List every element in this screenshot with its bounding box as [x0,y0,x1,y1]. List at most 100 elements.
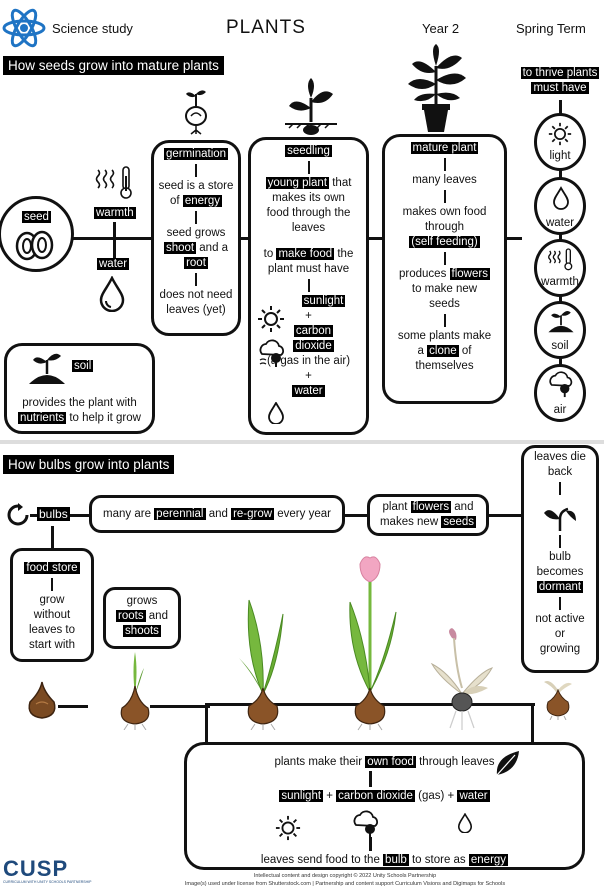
food-water-highlight: water [457,790,490,802]
germination-box: germination seed is a store of energy se… [151,140,241,336]
cusp-logo: CUSP CURRICULUM WITH UNITY SCHOOLS PARTN… [3,858,91,885]
germination-line6: does not need [159,289,233,301]
leaves-die-box: leaves die back bulb becomes dormant not… [521,445,599,673]
germination-line3: seed grows [166,227,226,239]
shoots-highlight: shoots [123,625,161,637]
food-carbon-highlight: carbon dioxide [336,790,415,802]
leaf-icon [493,749,521,777]
footer-copyright: Intellectual content and design copyrigh… [253,873,437,879]
plants-make-food-box: plants make their own food through leave… [184,742,585,870]
cusp-logo-text: CUSP [3,856,69,881]
bulb-stage-line-2 [150,705,210,708]
flowers-highlight: flowers [449,268,490,280]
grows-line1: grows [126,595,158,607]
soil-plant-icon [27,350,67,386]
seedling-box: seedling young plant that makes its own … [248,137,369,435]
bulbs-label: bulbs [37,507,70,521]
section-divider [0,440,604,444]
clone-highlight: clone [427,345,459,357]
food-store-text: food store grow without leaves to start … [13,551,91,653]
perennial-a: many are [103,508,155,520]
perennial-box: many are perennial and re-grow every yea… [89,495,345,533]
soil-text-line2: nutrients to help it grow [7,411,152,426]
seed-circle: seed [0,196,74,272]
plant-flowers-highlight: flowers [410,501,452,513]
warmth-water-connector [113,222,116,258]
bulb-stage-line-1 [58,705,88,708]
make-food-highlight: make food [276,248,335,260]
thrive-water-label: water [545,217,575,229]
thrive-warmth-icon [547,247,575,271]
root-highlight: root [184,257,208,269]
food-cloud-tree-icon [350,809,382,839]
bulbs-section-banner: How bulbs grow into plants [3,455,175,474]
food-store-line2: without [33,609,71,621]
mature-line9-a: a [417,345,428,357]
seedling-line5-b: the [334,248,354,260]
soil-text-line1: provides the plant with [22,397,137,409]
germination-line7: leaves (yet) [166,304,226,316]
food-box-line1: plants make their own food through leave… [187,745,582,770]
shoot-highlight: shoot [163,242,197,254]
food-energy-highlight: energy [468,854,509,866]
sunlight-highlight: sunlight [301,295,346,307]
mature-line5: produces flowers [385,267,504,282]
perennial-b: and [205,508,232,520]
roots-highlight: roots [116,610,146,622]
food-box-connector-2 [369,837,372,851]
dormant-highlight: dormant [536,581,584,593]
gas-note: (a gas in the air) [266,355,351,367]
energy-highlight: energy [182,195,222,207]
own-food-highlight: own food [365,756,416,768]
seedling-title: seedling [285,145,332,157]
perennial-c: every year [274,508,331,520]
plant-c: makes new [379,516,442,528]
subject-label: Science study [52,21,133,36]
food-box-line3: leaves send food to the bulb to store as… [187,853,582,868]
perennial-highlight: perennial [154,508,206,520]
mature-plant-box: mature plant many leaves makes own food … [382,134,507,404]
leaves-die-text: leaves die back bulb becomes dormant not… [524,448,596,657]
germination-title: germination [163,148,229,160]
thrive-title-line1: to thrive plants [520,67,600,79]
thrive-light-circle: light [534,113,586,171]
term-label: Spring Term [516,21,586,36]
leaves-die-line7: or [554,628,566,640]
soil-box-title: soil [72,360,94,372]
bulb-box-right-drop [531,703,534,743]
germination-line2: of energy [154,194,238,209]
grows-text: grows roots and shoots [106,590,178,639]
soil-box: soil provides the plant with nutrients t… [4,343,155,434]
seedling-line5-a: to [263,248,277,260]
germinating-seed-icon [183,88,209,136]
warmth-thermometer-icon [94,164,136,200]
seedling-line5: to make food the [251,247,366,262]
thrive-title: to thrive plants must have [517,66,603,96]
food-line3-b: to store as [408,854,469,866]
thrive-warmth-circle: warmth [534,239,586,297]
food-box-line2: sunlight + carbon dioxide (gas) + water [187,770,582,804]
seeds-highlight: seeds [441,516,477,528]
thrive-light-label: light [549,150,571,162]
food-store-line3: leaves to [28,624,76,636]
food-sunlight-highlight: sunlight [279,790,324,802]
leaves-die-line1: leaves die [534,451,586,463]
seedling-line1-b: that [329,177,352,189]
seedling-line2: makes its own [272,192,345,204]
bulb-stage-4-tulip-image [340,552,400,732]
plus-sign-2: + [305,370,312,382]
food-store-line1: grow [39,594,65,606]
mature-line10: themselves [415,360,474,372]
sun-icon [257,305,285,333]
water-drop-icon [99,276,125,312]
cusp-logo-subtext: CURRICULUM WITH UNITY SCHOOLS PARTNERSHI… [3,880,92,884]
water-label: water [97,258,130,270]
bulb-highlight: bulb [383,854,409,866]
food-line1-a: plants make their [274,756,366,768]
plant-a: plant [382,501,411,513]
thrive-air-icon [546,370,576,398]
bulb-stage-3-image [235,594,291,730]
seed-label: seed [22,211,51,223]
mature-line8: some plants make [397,330,492,342]
soil-box-text: provides the plant with nutrients to hel… [7,396,152,426]
